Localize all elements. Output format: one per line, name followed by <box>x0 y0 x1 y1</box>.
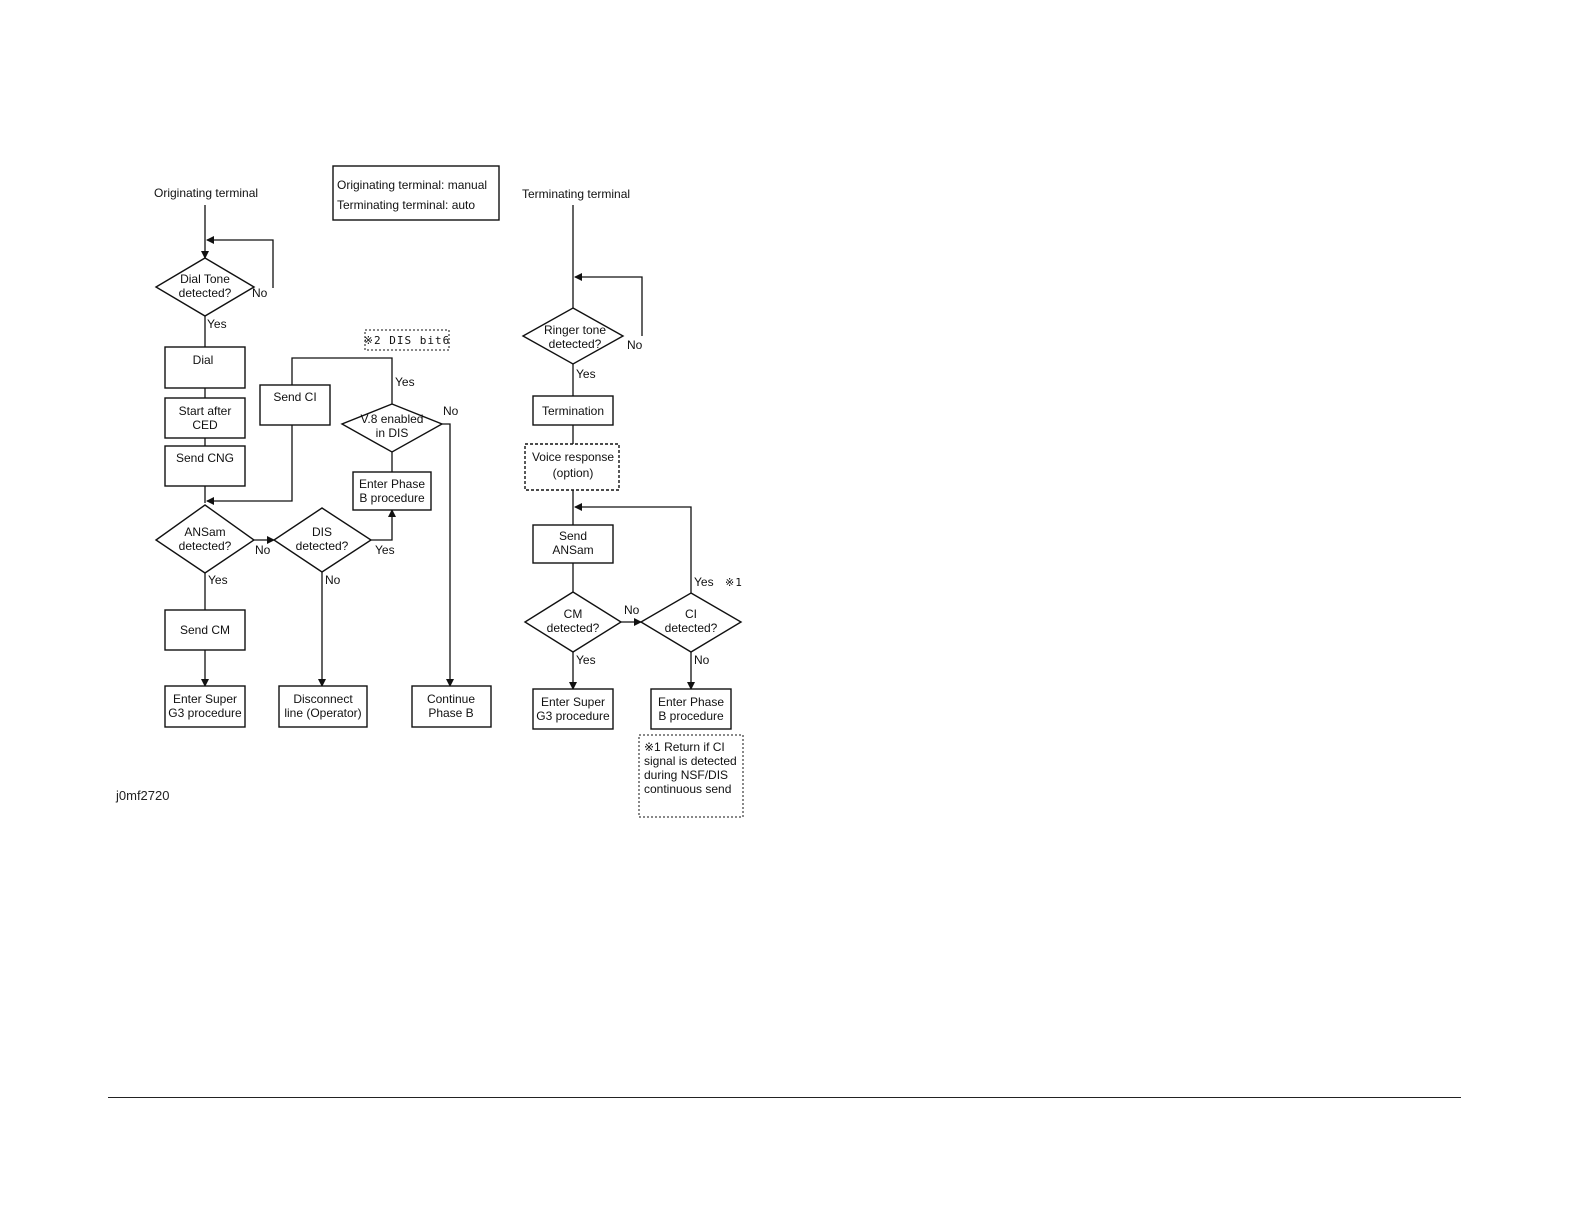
termination-box <box>532 395 614 426</box>
dial-tone-label-2: detected? <box>179 286 232 300</box>
note-line-2: signal is detected <box>644 754 737 768</box>
enter-phase-b-label-2: B procedure <box>359 491 425 505</box>
send-ansam-box <box>532 524 614 564</box>
v8-decision <box>340 403 444 453</box>
continue-label-1: Continue <box>427 692 475 706</box>
voice-label-2: (option) <box>553 466 594 480</box>
dis-bit-note: ※2 DIS bit6 <box>364 334 450 347</box>
term-super-g3-label-1: Enter Super <box>541 695 605 709</box>
label-yes-v8: Yes <box>395 375 415 389</box>
bottom-rule <box>108 1097 1461 1098</box>
send-cng-box <box>164 445 246 487</box>
note-line-3: during NSF/DIS <box>644 768 728 782</box>
note-mark: ※1 <box>725 576 743 589</box>
disconnect-label-1: Disconnect <box>293 692 353 706</box>
mode-box <box>332 165 500 221</box>
label-no-dialtone: No <box>252 286 268 300</box>
send-ansam-label-1: Send <box>559 529 587 543</box>
term-phase-b-label-2: B procedure <box>658 709 724 723</box>
ci-label-1: CI <box>685 607 697 621</box>
label-no-ringer: No <box>627 338 643 352</box>
heading-terminating: Terminating terminal <box>522 187 630 201</box>
enter-phase-b-box <box>352 471 432 511</box>
ringer-tone-decision <box>521 307 625 365</box>
start-after-ced-box <box>164 397 246 439</box>
start-after-label-2: CED <box>192 418 218 432</box>
continue-label-2: Phase B <box>428 706 473 720</box>
dis-decision <box>272 507 373 573</box>
ci-decision <box>639 592 743 653</box>
dial-box <box>164 346 246 389</box>
v8-label-1: V.8 enabled <box>361 412 424 426</box>
send-ansam-label-2: ANSam <box>552 543 593 557</box>
send-cm-label: Send CM <box>180 623 230 637</box>
ansam-label-2: detected? <box>179 539 232 553</box>
label-no-ansam: No <box>255 543 271 557</box>
note-box <box>638 734 744 818</box>
label-yes-ansam: Yes <box>208 573 228 587</box>
enter-phase-b-label-1: Enter Phase <box>359 477 425 491</box>
mode-line-2: Terminating terminal: auto <box>337 198 475 212</box>
terminating-super-g3-box <box>532 688 614 730</box>
term-phase-b-label-1: Enter Phase <box>658 695 724 709</box>
termination-label: Termination <box>542 404 604 418</box>
label-yes-cm: Yes <box>576 653 596 667</box>
voice-response-box <box>524 443 620 491</box>
figure-id: j0mf2720 <box>116 788 170 803</box>
cm-decision <box>523 591 623 653</box>
label-no-ci: No <box>694 653 710 667</box>
enter-super-g3-box <box>164 685 246 728</box>
send-ci-box <box>259 384 331 426</box>
ringer-label-1: Ringer tone <box>544 323 606 337</box>
mode-line-1: Originating terminal: manual <box>337 178 487 192</box>
send-cm-box <box>164 609 246 651</box>
send-ci-label: Send CI <box>273 390 316 404</box>
dial-tone-decision <box>154 257 256 317</box>
label-no-v8: No <box>443 404 459 418</box>
label-no-cm: No <box>624 603 640 617</box>
ci-label-2: detected? <box>665 621 718 635</box>
dial-tone-label-1: Dial Tone <box>180 272 230 286</box>
label-yes-ringer: Yes <box>576 367 596 381</box>
super-g3-label-1: Enter Super <box>173 692 237 706</box>
cm-label-2: detected? <box>547 621 600 635</box>
note-line-4: continuous send <box>644 782 731 796</box>
disconnect-line-box <box>278 685 368 728</box>
label-yes-ci: Yes <box>694 575 714 589</box>
heading-originating: Originating terminal <box>154 186 258 200</box>
continue-phase-b-box <box>411 685 492 728</box>
v8-label-2: in DIS <box>376 426 409 440</box>
dis-label-2: detected? <box>296 539 349 553</box>
disconnect-label-2: line (Operator) <box>284 706 361 720</box>
dis-label-1: DIS <box>312 525 332 539</box>
label-yes-dis: Yes <box>375 543 395 557</box>
ringer-label-2: detected? <box>549 337 602 351</box>
label-no-dis: No <box>325 573 341 587</box>
dial-label: Dial <box>193 353 214 367</box>
super-g3-label-2: G3 procedure <box>168 706 242 720</box>
dis-bit-note-box <box>364 329 450 351</box>
voice-label-1: Voice response <box>532 450 614 464</box>
note-line-1: ※1 Return if CI <box>644 740 725 754</box>
terminating-phase-b-box <box>650 688 732 730</box>
start-after-label-1: Start after <box>179 404 232 418</box>
ansam-label-1: ANSam <box>184 525 225 539</box>
ansam-decision <box>154 504 256 574</box>
cm-label-1: CM <box>564 607 583 621</box>
term-super-g3-label-2: G3 procedure <box>536 709 610 723</box>
label-yes-dialtone: Yes <box>207 317 227 331</box>
send-cng-label: Send CNG <box>176 451 234 465</box>
